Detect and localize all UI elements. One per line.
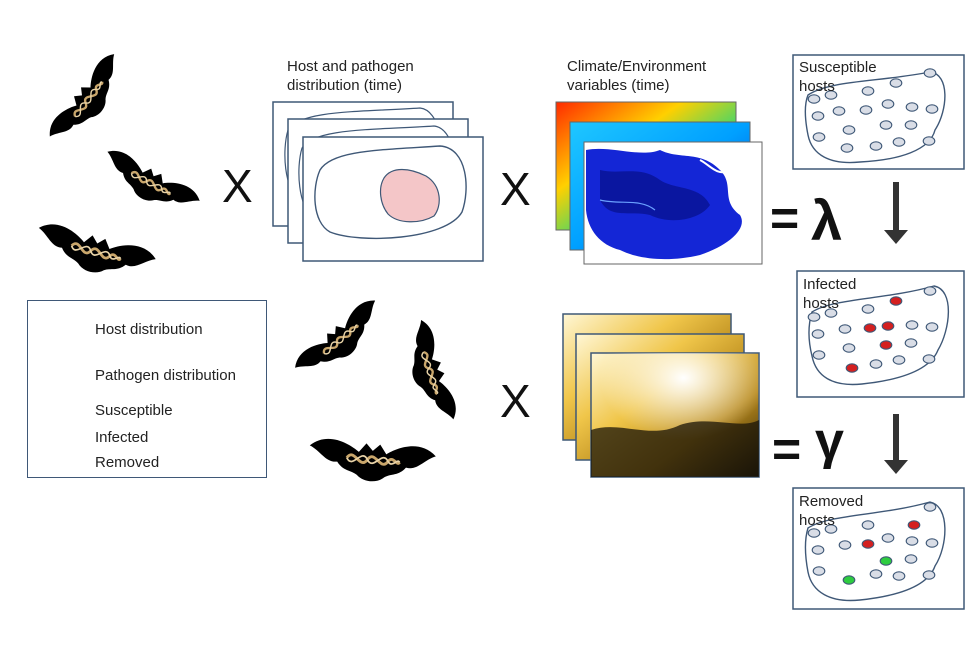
times-operator-3: X — [500, 375, 531, 427]
susceptible-host-dot — [923, 502, 937, 512]
host-pathogen-title: Host and pathogen distribution (time) — [287, 57, 414, 95]
susceptible-title-line1: Susceptible — [799, 59, 877, 76]
infected-host-dot — [907, 520, 921, 530]
susceptible-host-dot — [925, 104, 939, 114]
equals-operator-gamma: = — [772, 421, 802, 477]
host-dots-layer — [807, 68, 939, 585]
susceptible-host-dot — [842, 125, 856, 135]
susceptible-host-dot — [904, 338, 918, 348]
host-pathogen-map-stack — [272, 101, 484, 262]
gamma-climate-map-stack — [562, 313, 760, 478]
susceptible-host-dot — [923, 68, 937, 78]
susceptible-host-dot — [811, 329, 825, 339]
susceptible-host-dot — [925, 538, 939, 548]
removed-host-dot — [842, 575, 856, 585]
susceptible-hosts-title: Susceptible hosts — [799, 58, 877, 96]
bat-bottom-1 — [289, 294, 393, 389]
climate-title-line1: Climate/Environment — [567, 58, 707, 75]
arrow-infected-to-removed — [884, 414, 908, 474]
susceptible-host-dot — [892, 137, 906, 147]
infected-host-dot — [889, 296, 903, 306]
susceptible-host-dot — [811, 111, 825, 121]
legend-label-susceptible: Susceptible — [95, 402, 173, 419]
legend-label-infected: Infected — [95, 429, 149, 446]
susceptible-host-dot — [842, 343, 856, 353]
infected-host-dot — [879, 340, 893, 350]
lambda-symbol: λ — [811, 189, 843, 252]
susceptible-host-dot — [840, 143, 854, 153]
susceptible-host-dot — [905, 536, 919, 546]
susceptible-host-dot — [838, 324, 852, 334]
susceptible-host-dot — [922, 354, 936, 364]
equals-operator-lambda: = — [770, 190, 800, 246]
removed-hosts-title: Removed hosts — [799, 492, 863, 530]
susceptible-host-dot — [824, 308, 838, 318]
climate-title: Climate/Environment variables (time) — [567, 57, 706, 95]
susceptible-host-dot — [925, 322, 939, 332]
susceptible-host-dot — [904, 120, 918, 130]
susceptible-host-dot — [861, 520, 875, 530]
susceptible-host-dot — [923, 286, 937, 296]
susceptible-host-dot — [869, 359, 883, 369]
infected-host-dot — [861, 539, 875, 549]
times-operator-2: X — [500, 163, 531, 215]
susceptible-host-dot — [905, 102, 919, 112]
times-operator-1: X — [222, 160, 253, 212]
arrow-susceptible-to-infected — [884, 182, 908, 244]
removed-title-line2: hosts — [799, 512, 835, 529]
susceptible-host-dot — [812, 132, 826, 142]
susceptible-host-dot — [922, 136, 936, 146]
infected-host-dot — [845, 363, 859, 373]
legend-label-host: Host distribution — [95, 321, 203, 338]
infected-title-line1: Infected — [803, 276, 857, 293]
bat-top-3 — [29, 218, 160, 289]
infected-title-line2: hosts — [803, 295, 839, 312]
susceptible-host-dot — [905, 320, 919, 330]
host-pathogen-title-line1: Host and pathogen — [287, 58, 414, 75]
susceptible-host-dot — [861, 86, 875, 96]
bat-top-2 — [94, 144, 205, 225]
susceptible-host-dot — [812, 350, 826, 360]
susceptible-host-dot — [922, 570, 936, 580]
susceptible-host-dot — [892, 571, 906, 581]
susceptible-host-dot — [824, 524, 838, 534]
susceptible-host-dot — [869, 569, 883, 579]
susceptible-host-dot — [889, 78, 903, 88]
susceptible-host-dot — [879, 120, 893, 130]
infected-hosts-title: Infected hosts — [803, 275, 856, 313]
susceptible-host-dot — [832, 106, 846, 116]
susceptible-host-dot — [861, 304, 875, 314]
gamma-symbol: γ — [815, 412, 844, 470]
susceptible-host-dot — [824, 90, 838, 100]
legend-box: Host distribution Pathogen distribution … — [27, 300, 267, 478]
climate-map-stack — [555, 101, 763, 265]
susceptible-host-dot — [881, 533, 895, 543]
susceptible-title-line2: hosts — [799, 78, 835, 95]
legend-label-removed: Removed — [95, 454, 160, 471]
susceptible-host-dot — [807, 528, 821, 538]
removed-title-line1: Removed — [799, 493, 864, 510]
legend-label-pathogen: Pathogen distribution — [95, 367, 236, 384]
bat-bottom-3 — [305, 435, 438, 489]
climate-title-line2: variables (time) — [567, 77, 670, 94]
bat-bottom-2 — [395, 316, 461, 429]
susceptible-host-dot — [807, 312, 821, 322]
susceptible-host-dot — [812, 566, 826, 576]
susceptible-host-dot — [859, 105, 873, 115]
susceptible-host-dot — [869, 141, 883, 151]
removed-host-dot — [879, 556, 893, 566]
susceptible-host-dot — [904, 554, 918, 564]
bat-top-1 — [43, 48, 136, 154]
susceptible-host-dot — [811, 545, 825, 555]
susceptible-host-dot — [838, 540, 852, 550]
susceptible-host-dot — [807, 94, 821, 104]
infected-host-dot — [863, 323, 877, 333]
host-pathogen-title-line2: distribution (time) — [287, 77, 403, 94]
susceptible-host-dot — [892, 355, 906, 365]
infected-host-dot — [881, 321, 895, 331]
susceptible-host-dot — [881, 99, 895, 109]
